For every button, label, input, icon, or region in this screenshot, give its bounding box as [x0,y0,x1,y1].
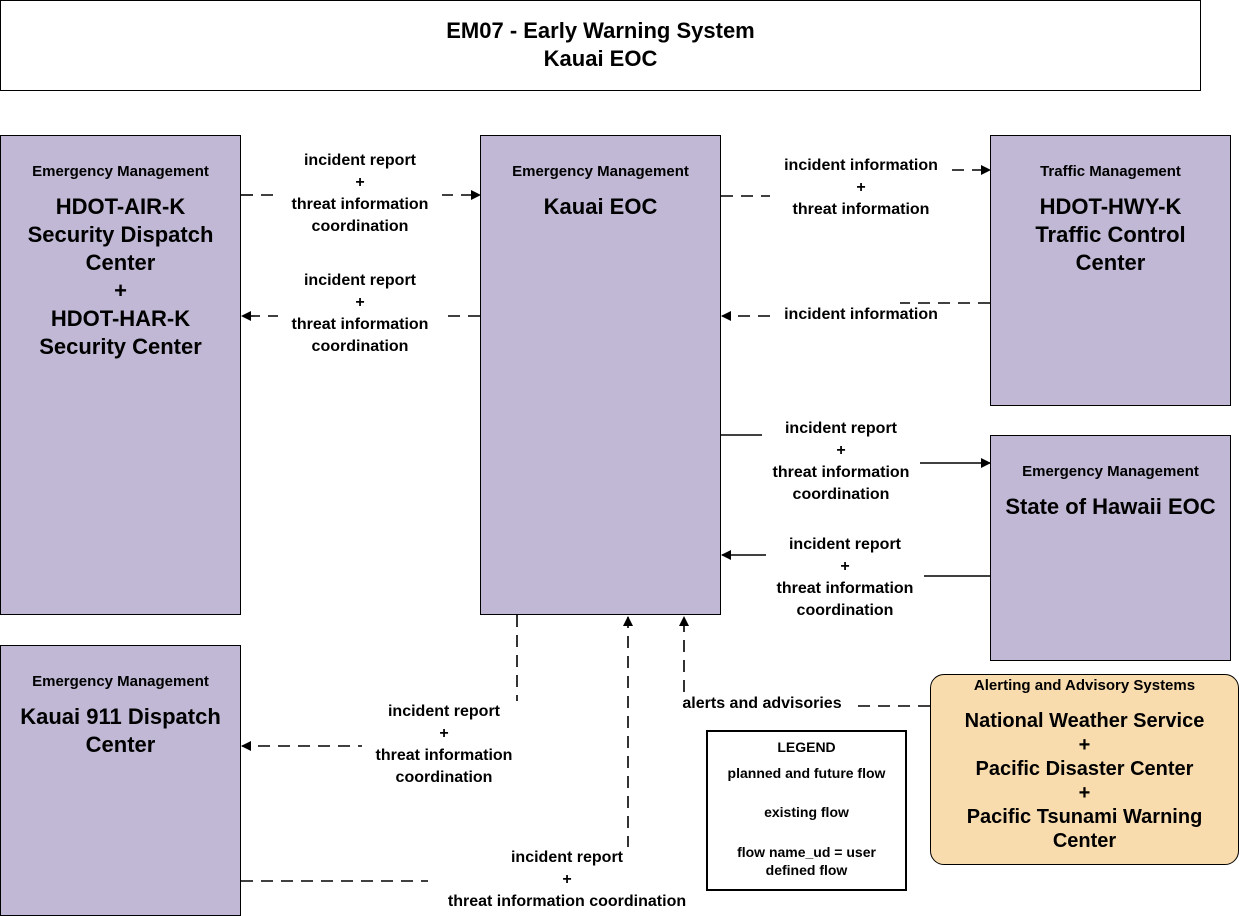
node-category: Alerting and Advisory Systems [973,677,1196,694]
node-name-line: Center [1075,250,1146,275]
node-name-line: + [1078,734,1091,756]
node-name-line: Traffic Control [1035,222,1186,247]
legend-existing-label: existing flow [764,804,849,820]
node-name-line: + [1078,782,1091,804]
node-name-line: HDOT-AIR-K [55,194,186,219]
node-category: Traffic Management [1040,163,1181,180]
node-category: Emergency Management [32,673,209,690]
legend-user-defined-label: flow name_ud = user [737,844,876,860]
node-name-line: HDOT-HWY-K [1039,194,1182,219]
node-hdot-air-k: Emergency Management HDOT-AIR-K Security… [0,135,241,615]
legend-user-defined-label-2: defined flow [765,862,848,878]
flow-label-hwy-to-eoc: incident information [770,304,952,326]
legend-planned-label: planned and future flow [727,765,886,781]
node-hdot-hwy-k: Traffic Management HDOT-HWY-K Traffic Co… [990,135,1231,406]
node-state-of-hawaii-eoc: Emergency Management State of Hawaii EOC [990,435,1231,661]
node-name-line: Pacific Disaster Center [975,758,1194,780]
node-name-line: Security Dispatch [27,222,214,247]
flow-label-state-to-eoc: incident report + threat information coo… [766,534,924,622]
node-name-line: State of Hawaii EOC [1005,494,1216,519]
node-name-line: Center [1052,830,1117,852]
flow-label-911-to-eoc: incident report + threat information coo… [428,847,706,913]
diagram-title-box: EM07 - Early Warning System Kauai EOC [0,0,1201,91]
node-category: Emergency Management [1022,463,1199,480]
legend: LEGEND planned and future flow existing … [706,730,907,891]
node-name-line: Center [85,732,156,757]
node-category: Emergency Management [512,163,689,180]
node-category: Emergency Management [32,163,209,180]
node-name-line: Center [85,250,156,275]
flow-label-eoc-to-911: incident report + threat information coo… [362,701,526,789]
node-name-line: + [114,278,127,303]
node-name-line: HDOT-HAR-K [50,306,191,331]
diagram-subtitle: Kauai EOC [543,46,658,71]
legend-title: LEGEND [777,739,836,755]
node-name-line: National Weather Service [964,710,1205,732]
flow-label-eoc-to-air: incident report + threat information coo… [278,270,442,358]
diagram-title: EM07 - Early Warning System [446,18,755,43]
flow-label-air-to-eoc: incident report + threat information coo… [278,150,442,238]
node-alerting-advisory-systems: Alerting and Advisory Systems National W… [930,674,1239,865]
flow-label-eoc-to-state: incident report + threat information coo… [762,418,920,506]
node-name-line: Kauai EOC [543,194,658,219]
node-kauai-911-dispatch: Emergency Management Kauai 911 Dispatch … [0,645,241,916]
node-kauai-eoc: Emergency Management Kauai EOC [480,135,721,615]
node-name-line: Pacific Tsunami Warning [966,806,1203,828]
node-name-line: Kauai 911 Dispatch [20,704,221,729]
flow-label-alert-to-eoc: alerts and advisories [668,693,856,715]
node-name-line: Security Center [39,334,202,359]
flow-label-eoc-to-hwy: incident information + threat informatio… [770,155,952,221]
